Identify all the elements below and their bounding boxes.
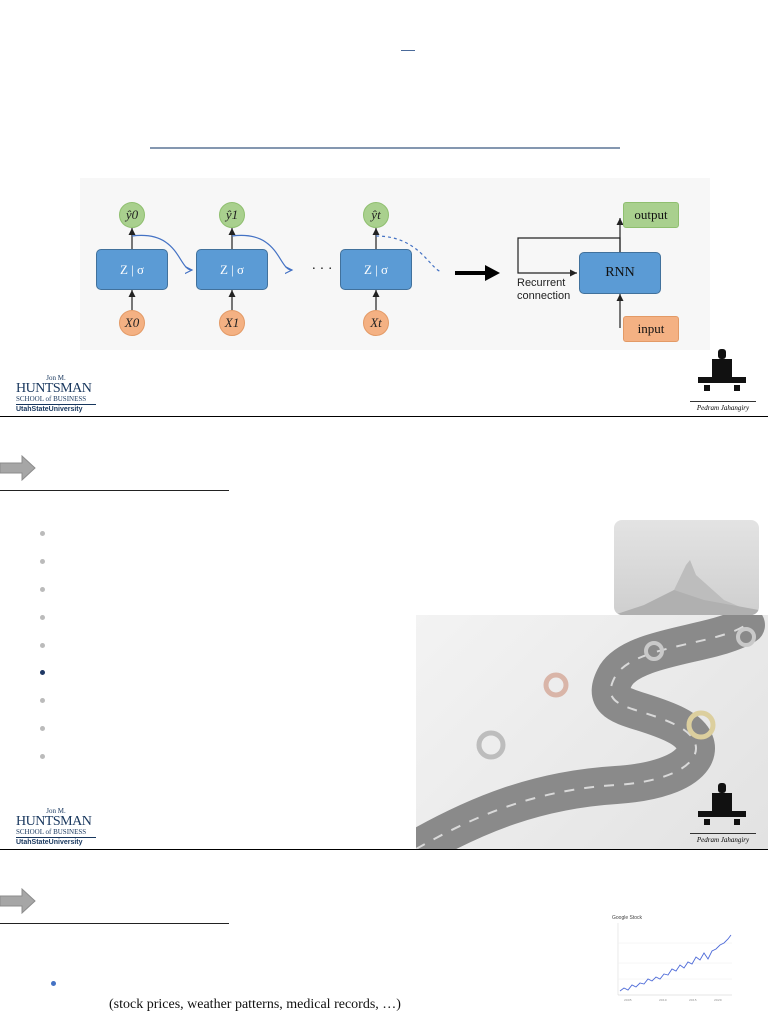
slide-2: Jon M. HUNTSMAN SCHOOL of BUSINESS UtahS… (0, 417, 768, 849)
examples-text: (stock prices, weather patterns, medical… (109, 997, 401, 1012)
pedram-logo: Pedram Jahangiry (690, 779, 756, 847)
output-node-1: ŷ1 (219, 202, 245, 228)
svg-text:2015: 2015 (689, 998, 697, 1002)
bullet-marker (40, 587, 45, 592)
output-node-label: ŷ1 (225, 207, 239, 222)
huntsman-logo: Jon M. HUNTSMAN SCHOOL of BUSINESS UtahS… (16, 375, 96, 413)
logo-line-3: SCHOOL of BUSINESS (16, 396, 96, 405)
bullet-marker-active (51, 981, 56, 986)
arrow-right-icon (0, 888, 36, 914)
input-node-1: X1 (219, 310, 245, 336)
svg-text:2010: 2010 (659, 998, 667, 1002)
recurrent-label-line-2: connection (517, 290, 571, 302)
stock-line-graph: 2005 2010 2015 2020 (617, 923, 732, 1002)
output-node-label: ŷ0 (125, 207, 139, 222)
thumbnail-title: Google Stock (612, 915, 643, 921)
title-underline (150, 147, 620, 149)
input-node-label: Xt (370, 315, 382, 330)
ellipsis: · · · (311, 262, 333, 277)
rnn-cell-t: Z | σ (340, 249, 412, 290)
bullet-marker (40, 698, 45, 703)
road-image (416, 615, 768, 849)
rnn-box: RNN (579, 252, 661, 294)
slide-divider (0, 849, 768, 850)
rnn-diagram: ŷ0 ŷ1 ŷt Z | σ Z | σ · · · Z | σ X0 X1 X… (80, 178, 710, 350)
bullet-marker (40, 531, 45, 536)
output-node-0: ŷ0 (119, 202, 145, 228)
logo-line-1: Jon M. (46, 374, 66, 382)
pedram-emblem-icon (698, 783, 746, 825)
recurrent-connection-label: Recurrent connection (517, 277, 570, 303)
output-box: output (623, 202, 679, 228)
logo-line-4: UtahStateUniversity (16, 406, 83, 413)
winding-road-icon (416, 615, 765, 849)
output-node-t: ŷt (363, 202, 389, 228)
output-node-label: ŷt (371, 207, 381, 222)
rnn-cell-label: Z | σ (119, 261, 145, 277)
huntsman-logo: Jon M. HUNTSMAN SCHOOL of BUSINESS UtahS… (16, 808, 96, 846)
signature: Pedram Jahangiry (690, 401, 756, 412)
bullet-marker-active (40, 670, 45, 675)
rnn-cell-label: Z | σ (363, 261, 389, 277)
rnn-cell-0: Z | σ (96, 249, 168, 290)
diagram-connectors (128, 218, 624, 328)
pedram-emblem-icon (698, 349, 746, 391)
mountain-icon (614, 560, 759, 615)
stock-chart-thumbnail: Google Stock 2005 2010 2015 2020 (604, 913, 736, 1005)
input-node-0: X0 (119, 310, 145, 336)
bullet-marker (40, 754, 45, 759)
bullet-marker (40, 615, 45, 620)
slide-divider (0, 416, 768, 417)
logo-line-4: UtahStateUniversity (16, 839, 83, 846)
pedram-logo: Pedram Jahangiry (690, 345, 756, 413)
arrow-right-icon (0, 455, 36, 481)
input-node-label: X1 (224, 315, 240, 330)
bullet-marker (40, 726, 45, 731)
svg-text:2005: 2005 (624, 998, 632, 1002)
recurrent-label-line-1: Recurrent (517, 277, 566, 289)
logo-line-3: SCHOOL of BUSINESS (16, 829, 96, 838)
bullet-marker (40, 559, 45, 564)
slide-1: ŷ0 ŷ1 ŷt Z | σ Z | σ · · · Z | σ X0 X1 X… (0, 0, 768, 416)
heading-underline (0, 490, 229, 491)
rnn-cell-label: Z | σ (219, 261, 245, 277)
input-node-t: Xt (363, 310, 389, 336)
input-box: input (623, 316, 679, 342)
title-mark (401, 50, 415, 51)
logo-line-2: HUNTSMAN (16, 814, 92, 829)
logo-line-2: HUNTSMAN (16, 381, 92, 396)
mountain-image (614, 520, 759, 615)
bullet-marker (40, 643, 45, 648)
rnn-cell-1: Z | σ (196, 249, 268, 290)
slide-3: (stock prices, weather patterns, medical… (0, 850, 768, 1024)
heading-underline (0, 923, 229, 924)
logo-line-1: Jon M. (46, 807, 66, 815)
svg-text:2020: 2020 (714, 998, 722, 1002)
input-node-label: X0 (124, 315, 140, 330)
signature: Pedram Jahangiry (690, 833, 756, 844)
